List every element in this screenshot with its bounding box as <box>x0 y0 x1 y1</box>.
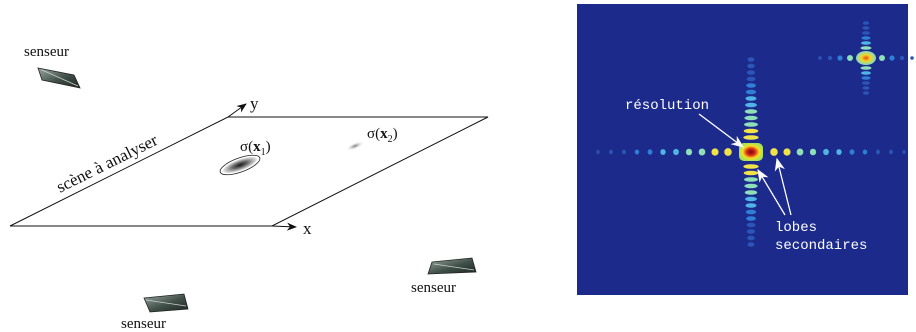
sidelobe-vertical <box>861 76 871 80</box>
sidelobe-vertical <box>863 91 869 95</box>
sidelobe-vertical <box>861 36 871 40</box>
sidelobe-horizontal <box>847 55 853 61</box>
sidelobe-horizontal <box>647 149 653 155</box>
sidelobe-vertical <box>745 96 757 101</box>
sensor-right <box>427 257 477 275</box>
sidelobe-horizontal <box>862 149 868 155</box>
sidelobe-horizontal <box>724 148 732 156</box>
sidelobe-horizontal <box>660 149 666 155</box>
scatterer-1-outline <box>219 154 261 176</box>
sidelobe-vertical <box>745 209 757 215</box>
sidelobe-horizontal <box>621 149 627 155</box>
sidelobe-vertical <box>746 222 756 228</box>
sensor-top-left <box>37 67 81 89</box>
sidelobe-vertical <box>743 135 759 140</box>
second-peak <box>856 51 876 65</box>
x-axis-arrow <box>271 222 297 231</box>
sensor-label-top: senseur <box>24 44 69 60</box>
y-axis-arrow <box>227 103 247 118</box>
sidelobe-vertical <box>744 122 758 127</box>
sigma-x2-label: σ(x2) <box>367 126 398 145</box>
resolution-arrow <box>698 113 745 148</box>
sidelobe-vertical <box>746 216 756 221</box>
sidelobe-horizontal <box>818 56 822 60</box>
lobes-arrow-2 <box>774 157 792 216</box>
sidelobe-horizontal <box>796 148 804 156</box>
sidelobe-horizontal <box>783 148 791 156</box>
sidelobe-horizontal <box>711 148 719 156</box>
annotation-resolution: résolution <box>625 98 709 114</box>
sidelobe-horizontal <box>609 149 613 155</box>
lobes-arrow-1 <box>757 168 786 216</box>
sidelobe-vertical <box>747 235 755 241</box>
sidelobe-horizontal <box>837 55 843 61</box>
sidelobe-horizontal <box>596 149 600 155</box>
sidelobe-vertical <box>744 183 758 189</box>
sidelobe-horizontal <box>823 148 829 156</box>
sidelobe-vertical <box>863 21 869 25</box>
psf-image: résolution lobes secondaires <box>577 4 914 295</box>
sidelobe-horizontal <box>879 55 885 61</box>
sidelobe-horizontal <box>875 149 881 155</box>
sidelobe-horizontal <box>698 148 706 156</box>
sidelobe-vertical <box>744 115 758 121</box>
sidelobe-horizontal <box>836 149 842 155</box>
sidelobe-vertical <box>862 81 870 85</box>
sigma-x1-label: σ(x1) <box>240 139 271 158</box>
sidelobe-vertical <box>745 203 757 208</box>
sidelobe-vertical <box>860 46 872 50</box>
scatterer-1 <box>219 154 261 176</box>
sensor-label-right: senseur <box>411 280 456 296</box>
x-axis-label: x <box>303 219 312 238</box>
sidelobe-horizontal <box>889 55 895 61</box>
sensor-label-bottom: senseur <box>121 316 166 332</box>
sidelobe-vertical <box>747 63 755 69</box>
sidelobe-vertical <box>746 229 756 234</box>
annotation-lobes-line2: secondaires <box>775 238 867 254</box>
sidelobe-horizontal <box>889 149 893 155</box>
sidelobe-horizontal <box>809 148 817 156</box>
sidelobe-horizontal <box>899 55 905 61</box>
sidelobe-horizontal <box>634 149 640 155</box>
sidelobe-vertical <box>747 57 755 62</box>
sidelobe-vertical <box>743 164 759 169</box>
sidelobe-vertical <box>743 128 759 134</box>
sidelobe-vertical <box>746 70 756 75</box>
sidelobe-horizontal <box>685 148 693 156</box>
sidelobe-vertical <box>743 170 759 176</box>
main-peak <box>739 143 763 161</box>
sensor-bottom <box>143 293 189 313</box>
sidelobe-horizontal <box>770 148 778 156</box>
sidelobe-vertical <box>745 89 757 95</box>
sidelobe-vertical <box>745 196 757 202</box>
sidelobe-vertical <box>744 109 758 114</box>
sidelobe-vertical <box>746 83 756 88</box>
sidelobe-vertical <box>746 76 756 82</box>
sidelobe-horizontal <box>902 149 906 155</box>
scene-label: scène à analyser <box>53 130 161 196</box>
sidelobe-vertical <box>862 31 870 35</box>
sidelobe-vertical <box>744 190 758 195</box>
sidelobe-vertical <box>862 26 870 30</box>
scene-diagram: y x scène à analyser σ(x1) σ(x2) senseur… <box>9 44 489 332</box>
sidelobe-horizontal <box>827 55 833 61</box>
sidelobe-vertical <box>747 242 755 247</box>
sidelobe-vertical <box>745 102 757 108</box>
secondary-lobes <box>596 57 906 247</box>
sidelobe-horizontal <box>849 149 855 155</box>
sidelobe-vertical <box>861 41 871 45</box>
sidelobe-vertical <box>861 71 871 75</box>
scatterer-1-blob <box>222 156 258 174</box>
y-axis-label: y <box>250 94 259 113</box>
secondary-target-lobes <box>818 21 914 95</box>
scene-plane <box>9 116 489 227</box>
sidelobe-horizontal <box>910 56 914 60</box>
scatterer-2-blob <box>345 141 365 151</box>
sidelobe-vertical <box>860 66 872 70</box>
sidelobe-vertical <box>744 177 758 182</box>
sidelobe-vertical <box>862 86 870 90</box>
sidelobe-horizontal <box>673 148 679 156</box>
annotation-lobes-line1: lobes <box>775 220 817 236</box>
